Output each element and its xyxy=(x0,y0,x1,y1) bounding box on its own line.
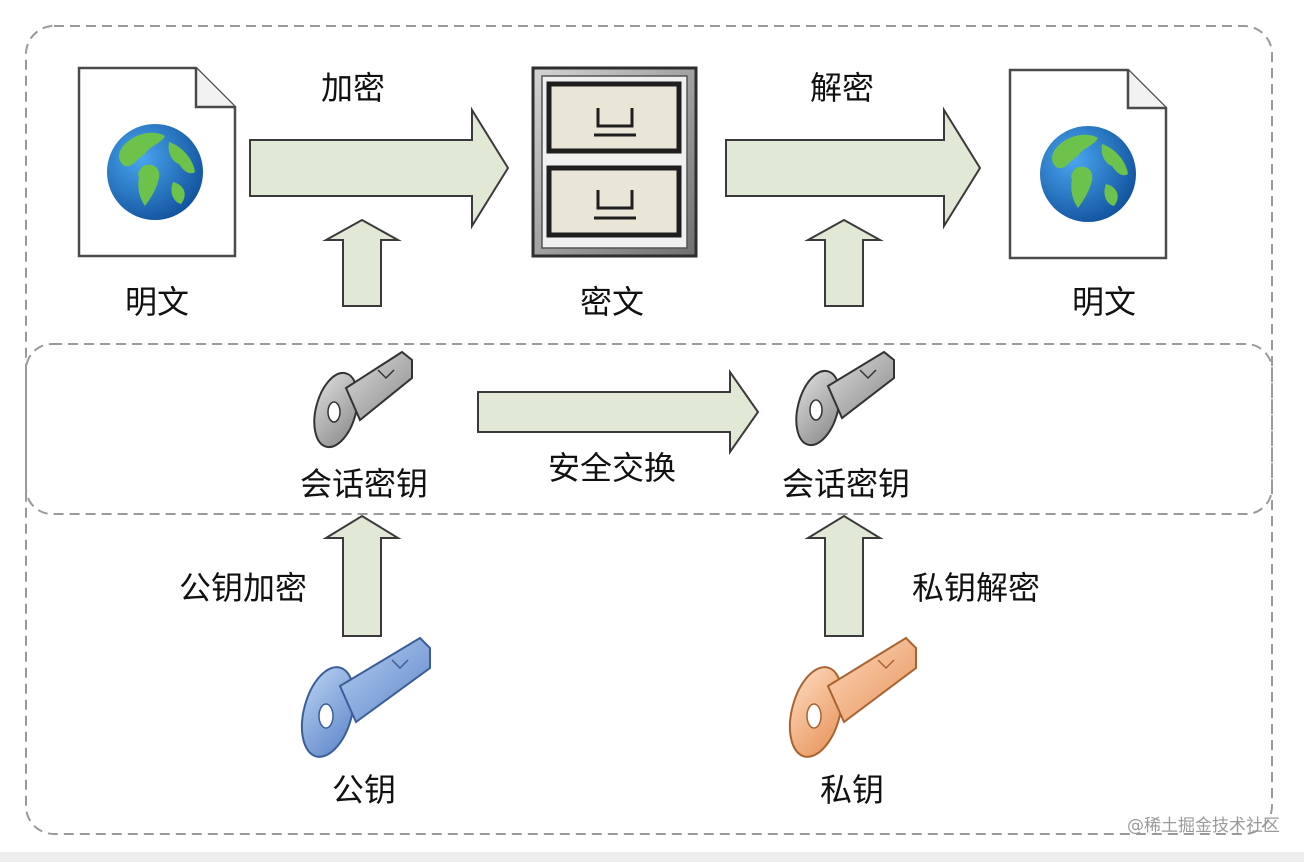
decrypt-label: 解密 xyxy=(809,69,875,107)
ciphertext-cabinet-icon xyxy=(531,66,698,258)
plaintext-document-right-icon xyxy=(1008,68,1168,260)
secure-exchange-label: 安全交换 xyxy=(547,449,677,487)
private-key-icon xyxy=(788,636,917,758)
public-key-encrypt-label: 公钥加密 xyxy=(178,569,308,607)
encrypt-label: 加密 xyxy=(320,69,386,107)
globe-icon xyxy=(1040,126,1136,222)
watermark-text: @稀土掘金技术社区 xyxy=(1127,816,1280,836)
session-key-to-decrypt-arrow xyxy=(804,218,884,307)
public-key-encrypt-arrow xyxy=(322,514,402,637)
secure-exchange-arrow xyxy=(477,368,760,456)
plaintext-document-left-icon xyxy=(77,66,237,258)
public-key-icon xyxy=(300,636,431,758)
globe-icon xyxy=(107,124,203,220)
session-key-left-label: 会话密钥 xyxy=(299,465,429,503)
plaintext-right-label: 明文 xyxy=(1071,283,1137,321)
session-key-right-label: 会话密钥 xyxy=(781,465,911,503)
private-key-label: 私钥 xyxy=(819,771,885,809)
outer-dashed-frame xyxy=(25,25,1273,835)
session-key-right-icon xyxy=(795,350,895,447)
private-key-decrypt-arrow xyxy=(804,514,884,637)
private-key-decrypt-label: 私钥解密 xyxy=(911,569,1041,607)
session-key-to-encrypt-arrow xyxy=(322,218,402,307)
ciphertext-label: 密文 xyxy=(579,283,645,321)
plaintext-left-label: 明文 xyxy=(124,283,190,321)
decrypt-arrow xyxy=(725,106,982,230)
session-key-left-icon xyxy=(313,350,413,449)
public-key-label: 公钥 xyxy=(331,771,397,809)
bottom-bar xyxy=(0,852,1304,862)
session-key-dashed-band xyxy=(25,343,1273,515)
encrypt-arrow xyxy=(249,106,510,230)
